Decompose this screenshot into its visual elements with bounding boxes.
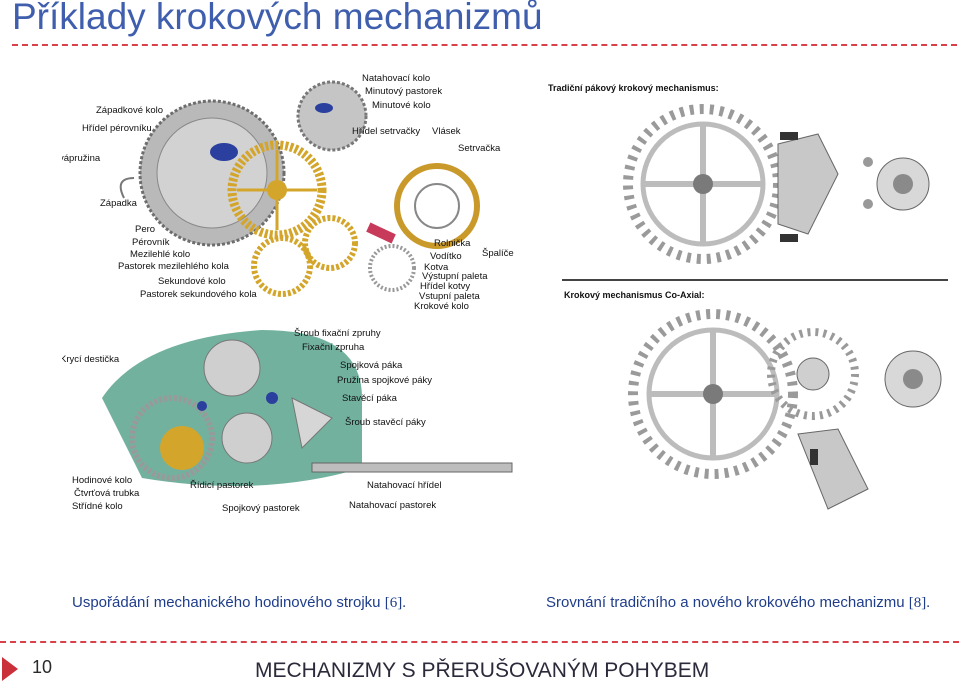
caption-right-text: Srovnání tradičního a nového krokového m… bbox=[546, 594, 909, 611]
title-divider bbox=[12, 44, 957, 46]
label-spalicek: Špalíček bbox=[482, 248, 514, 259]
label-perovnik: Pérovník bbox=[132, 237, 170, 248]
label-minutove-kolo: Minutové kolo bbox=[372, 100, 431, 111]
label-stridne-kolo: Střídné kolo bbox=[72, 501, 123, 512]
label-pruzina-spojkove-paky: Pružina spojkové páky bbox=[337, 375, 432, 386]
footer-arrow-icon bbox=[2, 657, 18, 681]
footer-divider bbox=[0, 641, 959, 643]
label-hridel-perovniku: Hřídel pérovníku bbox=[82, 123, 152, 134]
label-vystupni-paleta: Výstupní paleta bbox=[422, 271, 488, 282]
label-voditko: Vodítko bbox=[430, 251, 462, 262]
slide-title: Příklady krokových mechanizmů bbox=[12, 0, 543, 37]
label-zapadkovapruzina: Západkovápružina bbox=[62, 153, 101, 164]
label-mezilehle-kolo: Mezilehlé kolo bbox=[130, 249, 190, 260]
caption-left-text: Uspořádání mechanického hodinového stroj… bbox=[72, 594, 385, 611]
label-ctvrtova-trubka: Čtvrťová trubka bbox=[74, 488, 140, 499]
label-fixacni-zpruha: Fixační zpruha bbox=[302, 342, 365, 353]
label-sroub-staveci-paky: Šroub stavěcí páky bbox=[345, 417, 426, 428]
label-vlasek: Vlásek bbox=[432, 126, 461, 137]
label-kryci-desticka: Krycí destička bbox=[62, 354, 120, 365]
label-sroub-fixacni-zpruhy: Šroub fixační zpruhy bbox=[294, 328, 381, 339]
label-kotva: Kotva bbox=[424, 262, 449, 273]
label-minutovy-pastorek: Minutový pastorek bbox=[365, 86, 442, 97]
label-hodinove-kolo: Hodinové kolo bbox=[72, 475, 132, 486]
caption-right: Srovnání tradičního a nového krokového m… bbox=[546, 594, 930, 612]
label-natahovaci-pastorek: Natahovací pastorek bbox=[349, 500, 436, 511]
traditional-escapement-illustration bbox=[623, 104, 930, 264]
label-coaxial-escapement: Krokový mechanismus Co-Axial: bbox=[564, 290, 705, 300]
label-krokove-kolo: Krokové kolo bbox=[414, 301, 469, 312]
movement-upper-illustration bbox=[119, 80, 480, 297]
label-zapadkove-kolo: Západkové kolo bbox=[96, 105, 163, 116]
label-hridel-setrvacky: Hřídel setrvačky bbox=[352, 126, 420, 137]
movement-lower-illustration bbox=[102, 330, 513, 486]
label-hridel-kotvy: Hřídel kotvy bbox=[420, 281, 470, 292]
label-pero: Pero bbox=[135, 224, 155, 235]
caption-left: Uspořádání mechanického hodinového stroj… bbox=[72, 594, 406, 612]
label-stavecí-paka: Stavěcí páka bbox=[342, 393, 398, 404]
label-zapadka: Západka bbox=[100, 198, 138, 209]
watch-movement-figure: Natahovací kolo Minutový pastorek Minuto… bbox=[62, 73, 514, 514]
label-sekundove-kolo: Sekundové kolo bbox=[158, 276, 226, 287]
label-natahovaci-kolo: Natahovací kolo bbox=[362, 73, 430, 84]
label-spojkovy-pastorek: Spojkový pastorek bbox=[222, 503, 300, 514]
page-number: 10 bbox=[32, 657, 53, 677]
label-rolnicka: Rolnička bbox=[434, 238, 471, 249]
label-natahovaci-hridel: Natahovací hřídel bbox=[367, 480, 441, 491]
label-pastorek-sekundoveho-kola: Pastorek sekundového kola bbox=[140, 289, 257, 300]
label-setrvacka: Setrvačka bbox=[458, 143, 501, 154]
caption-right-ref: [8]. bbox=[908, 595, 930, 611]
label-spojkova-paka: Spojková páka bbox=[340, 360, 403, 371]
escapement-comparison-figure: Tradiční pákový krokový mechanismus: Kro… bbox=[548, 83, 948, 510]
label-ridici-pastorek: Řídicí pastorek bbox=[190, 480, 254, 491]
footer-title: MECHANIZMY S PŘERUŠOVANÝM POHYBEM bbox=[255, 659, 710, 682]
label-traditional-escapement: Tradiční pákový krokový mechanismus: bbox=[548, 83, 719, 93]
label-pastorek-mezilehleho-kola: Pastorek mezilehlého kola bbox=[118, 261, 230, 272]
caption-left-ref: [6]. bbox=[384, 595, 406, 611]
coaxial-escapement-illustration bbox=[628, 309, 942, 510]
label-vstupni-paleta: Vstupní paleta bbox=[419, 291, 480, 302]
